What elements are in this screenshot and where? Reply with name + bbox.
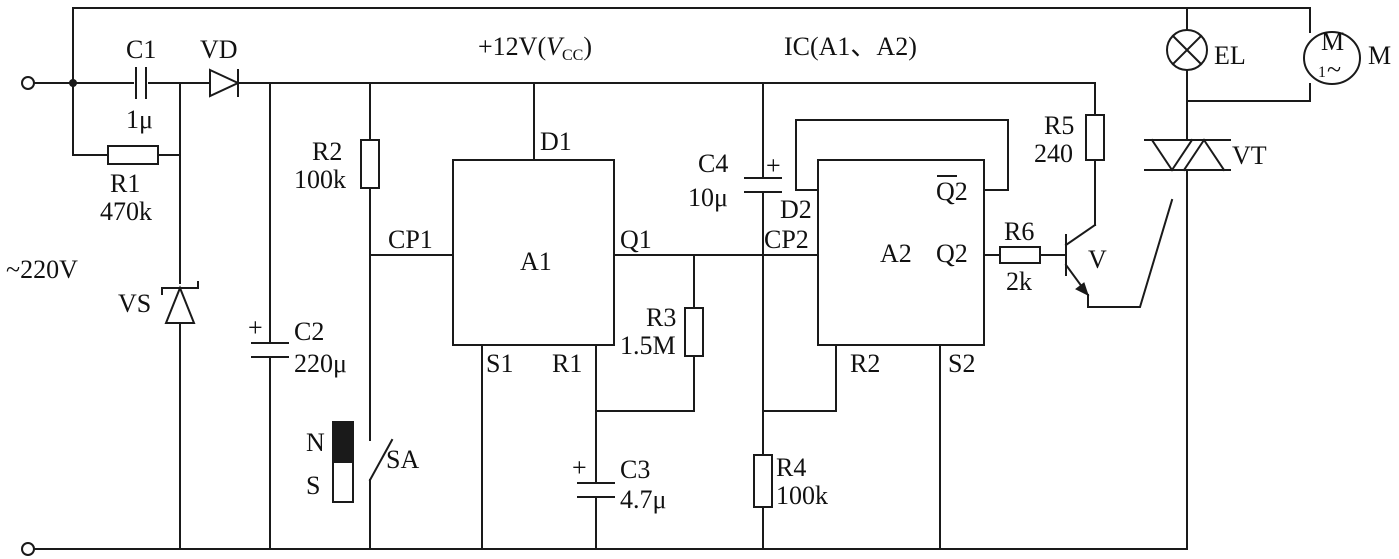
capacitor-c4: + C4 10μ [688,149,782,212]
switch-sa: N S SA [306,421,419,503]
vcc-sub: CC [562,47,583,64]
motor-symbol-1: 1 [1318,64,1326,81]
input-terminal-bottom [21,542,35,556]
pin-r1: R1 [552,349,582,378]
pin-cp1: CP1 [388,225,433,254]
label-vs: VS [118,289,151,318]
label-v: V [1088,245,1107,274]
resistor-r5: R5 240 [1034,111,1105,168]
pin-d2: D2 [780,195,812,224]
label-magnet-s: S [306,471,320,500]
vcc-suffix: ) [583,32,592,61]
label-c4-plus: + [766,151,781,180]
pin-q2: Q2 [936,239,968,268]
zener-vs: VS [118,281,199,324]
resistor-r2: R2 100k [294,137,380,194]
label-r5-value: 240 [1034,139,1073,168]
transistor-v: V [1064,223,1107,297]
motor-m: M 1 ~ M [1303,27,1391,85]
pin-s2: S2 [948,349,975,378]
label-c2: C2 [294,317,324,346]
magnet-south [332,461,354,503]
label-c4-value: 10μ [688,183,728,212]
label-r6-value: 2k [1006,267,1032,296]
label-r6: R6 [1004,217,1034,246]
label-r2: R2 [312,137,342,166]
label-vt: VT [1232,141,1267,170]
resistor-r4: R4 100k [753,453,828,510]
label-r4-value: 100k [776,481,828,510]
lamp-el: EL [1166,29,1246,71]
pin-q1: Q1 [620,225,652,254]
label-vcc: +12V(VCC) [478,32,592,64]
label-r2-value: 100k [294,165,346,194]
label-vd: VD [200,35,238,64]
terminals [21,76,77,556]
pin-q2bar: Q2 [936,177,968,206]
label-c2-value: 220μ [294,349,347,378]
capacitor-c2: + C2 220μ [248,313,347,378]
label-el: EL [1214,41,1246,70]
vcc-v: V [546,32,565,61]
ic-a2: D2 CP2 A2 Q2 Q2 R2 S2 [764,159,985,378]
pin-cp2: CP2 [764,225,809,254]
label-m: M [1368,41,1391,70]
label-ic: IC(A1、A2) [784,32,917,61]
label-r5: R5 [1044,111,1074,140]
label-magnet-n: N [306,428,325,457]
label-c3: C3 [620,455,650,484]
resistor-r3: R3 1.5M [620,303,704,360]
label-r4: R4 [776,453,806,482]
resistor-r6: R6 2k [999,217,1041,296]
label-r3-value: 1.5M [620,331,676,360]
label-r1: R1 [110,169,140,198]
wires [33,7,1311,550]
diode-vd: VD [200,35,241,98]
label-c2-plus: + [248,313,263,342]
magnet-north [332,421,354,463]
capacitor-c1: C1 1μ [126,35,156,134]
label-c1-value: 1μ [126,105,153,134]
pin-d1: D1 [540,127,572,156]
resistor-r1: R1 470k [100,145,159,226]
label-c3-plus: + [572,453,587,482]
triac-vt: VT [1144,138,1267,172]
label-sa: SA [386,445,419,474]
label-c3-value: 4.7μ [620,485,666,514]
capacitor-c3: + C3 4.7μ [572,453,666,514]
label-r1-value: 470k [100,197,152,226]
ic-a1: D1 CP1 A1 Q1 S1 R1 [388,127,652,378]
junction-dot [69,79,77,87]
label-c4: C4 [698,149,728,178]
motor-symbol-m: M [1321,27,1344,56]
label-ac-220v: ~220V [6,255,78,284]
label-a1: A1 [520,247,552,276]
vcc-prefix: +12V( [478,32,546,61]
pin-s1: S1 [486,349,513,378]
label-a2: A2 [880,239,912,268]
label-c1: C1 [126,35,156,64]
label-r3: R3 [646,303,676,332]
input-terminal-top [21,76,35,90]
pin-r2: R2 [850,349,880,378]
motor-symbol-tilde: ~ [1327,55,1341,84]
